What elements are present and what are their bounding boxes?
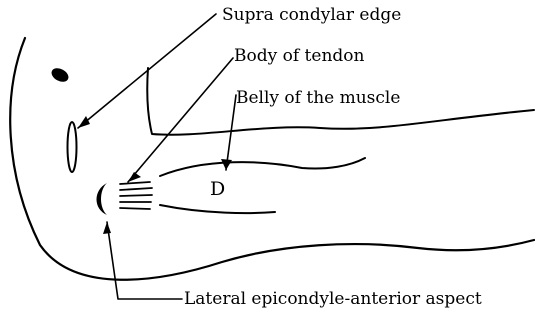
supra-condylar-label: Supra condylar edge xyxy=(222,5,401,25)
belly-of-muscle-label: Belly of the muscle xyxy=(236,88,400,108)
belly-marker: D xyxy=(210,178,225,200)
tendon-lines xyxy=(120,182,152,209)
supra-condylar-arrowhead xyxy=(78,116,90,128)
nipple-mark xyxy=(49,65,71,84)
biceps-upper-contour xyxy=(160,158,365,176)
lateral-epicondyle-crescent xyxy=(97,183,108,215)
lateral-epicondyle-label: Lateral epicondyle-anterior aspect xyxy=(184,289,482,309)
leader-lines xyxy=(78,14,236,299)
supra-condylar-marker xyxy=(68,122,77,172)
epicondyle-leader xyxy=(107,222,182,299)
shoulder-outline xyxy=(10,38,534,280)
belly-arrowhead xyxy=(221,159,232,170)
tendon-arrowhead xyxy=(128,172,141,182)
arm-outline xyxy=(10,38,534,280)
body-of-tendon-label: Body of tendon xyxy=(234,46,365,66)
epicondyle-arrowhead xyxy=(103,222,111,234)
biceps-lower-contour xyxy=(160,205,275,213)
supra-condylar-leader xyxy=(78,14,216,128)
belly-leader xyxy=(226,95,236,170)
